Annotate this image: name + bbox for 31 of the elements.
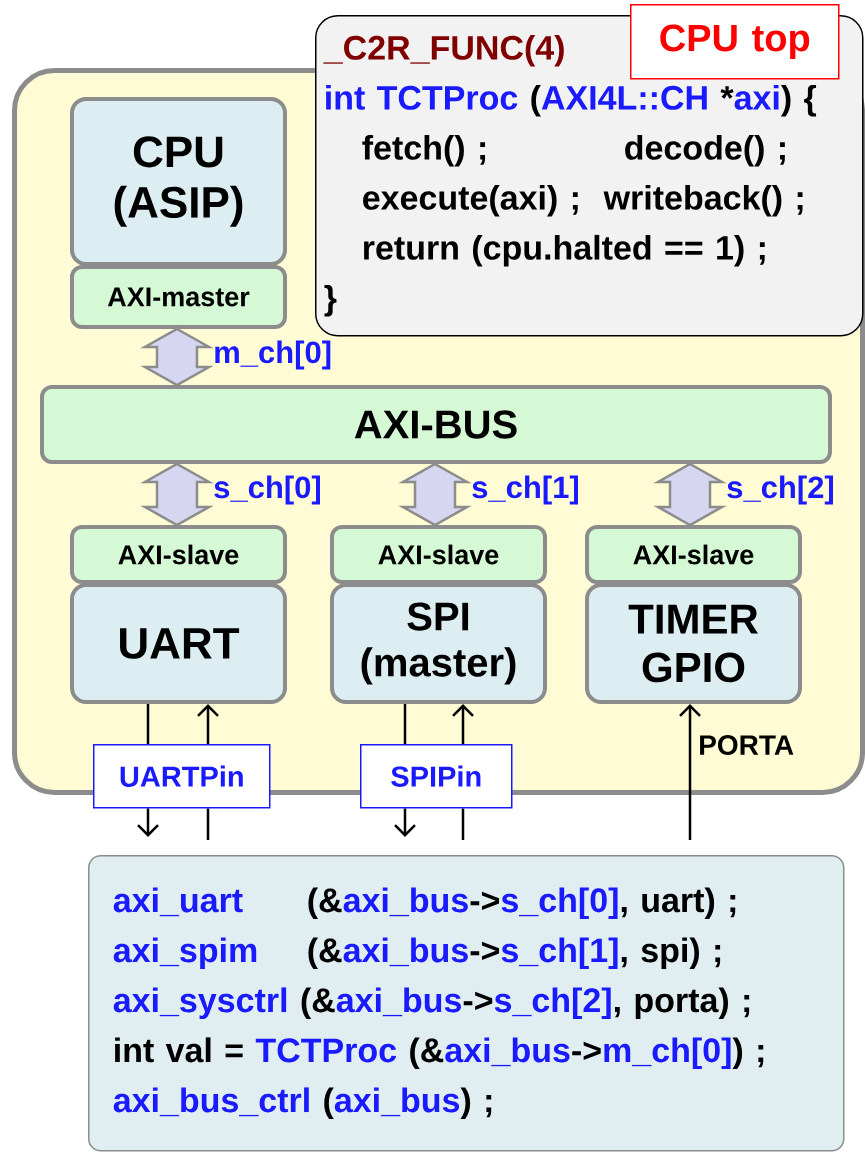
peripheral-box: SPI (master) bbox=[330, 583, 547, 704]
signal-line bbox=[403, 704, 407, 744]
edge-label: s_ch[0] bbox=[214, 475, 320, 505]
peripheral-box: UART bbox=[70, 583, 287, 704]
double-arrow bbox=[398, 462, 472, 527]
arrow bbox=[394, 808, 416, 837]
signal-line bbox=[206, 808, 210, 840]
edge-label: s_ch[2] bbox=[727, 475, 833, 505]
signal-line bbox=[146, 704, 150, 744]
double-arrow bbox=[140, 462, 214, 527]
arrow bbox=[679, 704, 701, 840]
code-box: axi_uart (&axi_bus->s_ch[0], uart) ; axi_spim (&axi_bus->s_ch[1], spi) ; axi_sysctrl (&axi_bus->s_ch[2], porta) ; int val = TCTProc (&axi_bus->m_ch[0]) ; axi_bus_ctrl (axi_bus) ; bbox=[88, 855, 845, 1152]
edge-label: PORTA bbox=[700, 735, 794, 755]
arrow bbox=[452, 704, 474, 744]
peripheral-box: TIMER GPIO bbox=[585, 583, 802, 704]
title-box: CPU top bbox=[630, 4, 840, 80]
interface-box: AXI-slave bbox=[70, 525, 287, 584]
processor-box: CPU (ASIP) bbox=[70, 97, 287, 266]
interface-box: AXI-master bbox=[70, 265, 287, 329]
arrow bbox=[137, 808, 159, 837]
pin-box: UARTPin bbox=[93, 744, 271, 809]
interface-box: AXI-slave bbox=[330, 525, 547, 584]
edge-label: m_ch[0] bbox=[215, 340, 331, 370]
arrow bbox=[197, 704, 219, 744]
bus-box: AXI-BUS bbox=[40, 385, 832, 464]
edge-label: s_ch[1] bbox=[472, 475, 578, 505]
pin-box: SPIPin bbox=[360, 744, 513, 809]
interface-box: AXI-slave bbox=[585, 525, 802, 584]
signal-line bbox=[461, 808, 465, 840]
double-arrow bbox=[653, 462, 727, 527]
double-arrow bbox=[140, 327, 214, 387]
